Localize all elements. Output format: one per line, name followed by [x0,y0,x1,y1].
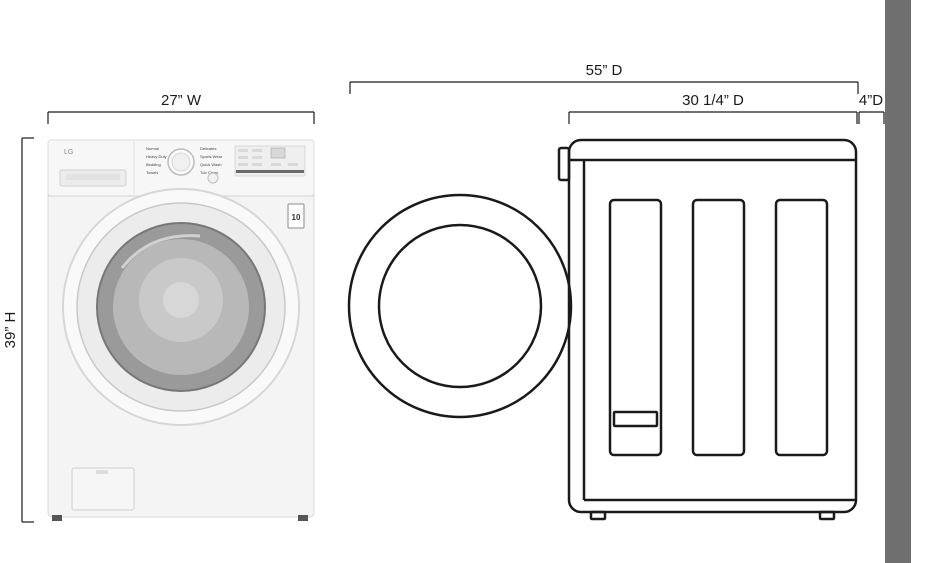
height-label: 39” H [2,312,19,349]
door-hinge [557,146,571,182]
leveling-foot-right [298,515,308,521]
depth-body-dimension-line [568,111,858,124]
door-outer-circle [347,193,573,419]
display-panel [234,145,306,177]
drawer-handle [66,174,120,180]
cycle-label: Quick Wash [200,162,221,167]
drum-center [163,282,199,318]
washer-side-view [557,138,858,521]
digital-display [270,147,286,159]
cycle-labels-left: Normal Heavy Duty Bedding Towels [146,146,167,175]
wall [885,0,911,563]
depth-body-label: 30 1/4” D [682,92,744,109]
start-pause-button[interactable] [207,172,219,184]
cycle-label: Towels [146,170,158,175]
washer-front: LG Normal Heavy Duty Bedding Towels Deli… [47,139,315,521]
cycle-label: Bedding [146,162,161,167]
side-foot-left [589,510,607,521]
depth-total-dimension-line [349,81,859,94]
status-bar [236,170,304,173]
cycle-label: Sports Wear [200,154,223,159]
cycle-label: Normal [146,146,159,151]
side-foot-right [818,510,836,521]
leveling-foot-left [52,515,62,521]
depth-clearance-dimension-line [858,111,885,124]
depth-total-label: 55” D [586,62,623,79]
cycle-label: Tub Clean [200,170,218,175]
brand-logo: LG [64,149,73,156]
door-inner-circle [377,223,543,389]
width-label: 27” W [161,92,202,109]
depth-clearance-label: 4”D [859,92,883,109]
filter-access-panel[interactable] [71,467,135,511]
energy-badge [287,203,305,229]
side-panel-2 [691,198,746,457]
side-handle [612,410,659,428]
side-panel-3 [774,198,829,457]
width-dimension-line [47,111,315,124]
side-body [567,138,858,514]
height-dimension-line [21,137,34,523]
cycle-labels-right: Delicates Sports Wear Quick Wash Tub Cle… [200,146,223,175]
side-panel-1 [608,198,663,457]
cycle-label: Heavy Duty [146,154,167,159]
cycle-label: Delicates [200,146,216,151]
open-door-outline [347,193,573,419]
glass-reflection [120,234,201,269]
option-buttons [238,149,298,166]
badge-text: 10 [292,213,301,222]
